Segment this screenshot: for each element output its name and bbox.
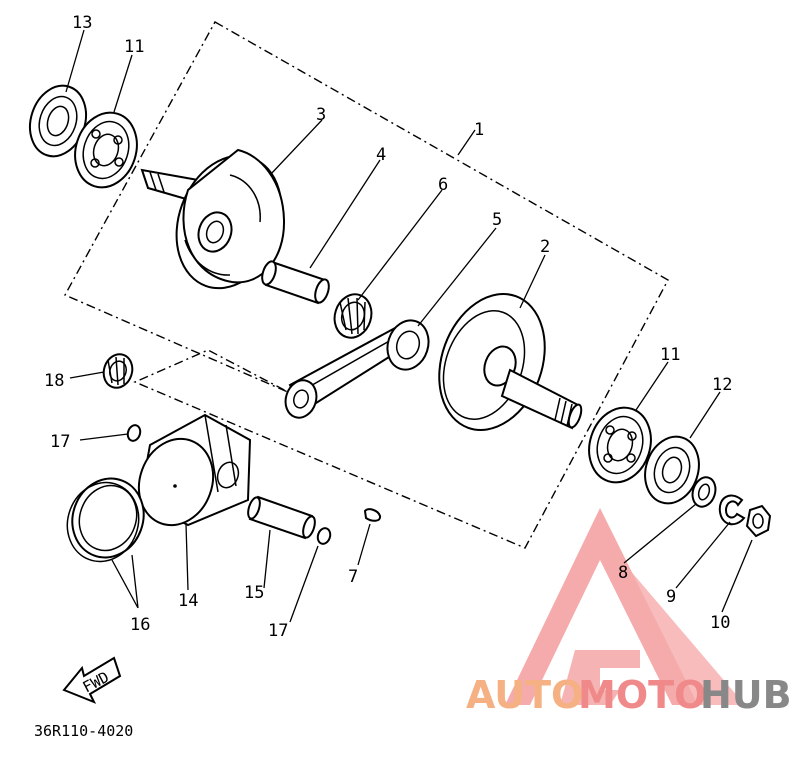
connecting-rod xyxy=(284,319,430,419)
part-label: 9 xyxy=(666,587,676,607)
lock-washer xyxy=(718,494,746,526)
piston-rings xyxy=(66,477,145,563)
part-label: 11 xyxy=(660,345,680,365)
crank-right xyxy=(438,293,583,431)
part-labels: 13 11 3 4 6 5 2 1 11 12 18 17 14 15 17 7… xyxy=(44,13,732,641)
part-label: 18 xyxy=(44,371,64,391)
oil-seal-right xyxy=(644,435,700,505)
watermark-logo-icon xyxy=(505,508,745,705)
woodruff-key xyxy=(363,508,382,522)
piston-pin xyxy=(247,495,316,540)
small-end-bearing xyxy=(102,353,134,389)
crank-assembly-outline xyxy=(64,21,669,549)
washer xyxy=(691,476,717,508)
part-label: 12 xyxy=(712,375,732,395)
part-label: 14 xyxy=(178,591,198,611)
part-label: 10 xyxy=(710,613,730,633)
part-label: 16 xyxy=(130,615,150,635)
part-label: 4 xyxy=(376,145,386,165)
circlip-lower xyxy=(316,527,332,545)
part-label: 5 xyxy=(492,210,502,230)
watermark-text: AUTO MOTO HUB xyxy=(466,673,792,717)
watermark-moto: MOTO xyxy=(578,673,706,717)
fwd-arrow-icon: FWD xyxy=(62,656,122,704)
part-label: 7 xyxy=(348,567,358,587)
nut xyxy=(745,504,772,538)
drawing-code: 36R110-4020 xyxy=(34,722,133,740)
bearing-right xyxy=(588,406,652,484)
crank-pin xyxy=(261,260,330,305)
needle-bearing-big-end xyxy=(333,293,373,339)
watermark-auto: AUTO xyxy=(466,673,583,717)
part-label: 6 xyxy=(438,175,448,195)
part-label: 13 xyxy=(72,13,92,33)
bearing-left xyxy=(74,111,138,189)
circlip-upper xyxy=(126,424,142,442)
part-label: 3 xyxy=(316,105,326,125)
part-label: 11 xyxy=(124,37,144,57)
part-label: 17 xyxy=(268,621,288,641)
piston xyxy=(137,413,252,527)
part-label: 17 xyxy=(50,432,70,452)
part-label: 2 xyxy=(540,237,550,257)
leader-lines xyxy=(65,29,753,623)
part-label: 15 xyxy=(244,583,264,603)
part-label: 1 xyxy=(474,120,484,140)
watermark-hub: HUB xyxy=(700,673,792,717)
part-label: 8 xyxy=(618,563,628,583)
